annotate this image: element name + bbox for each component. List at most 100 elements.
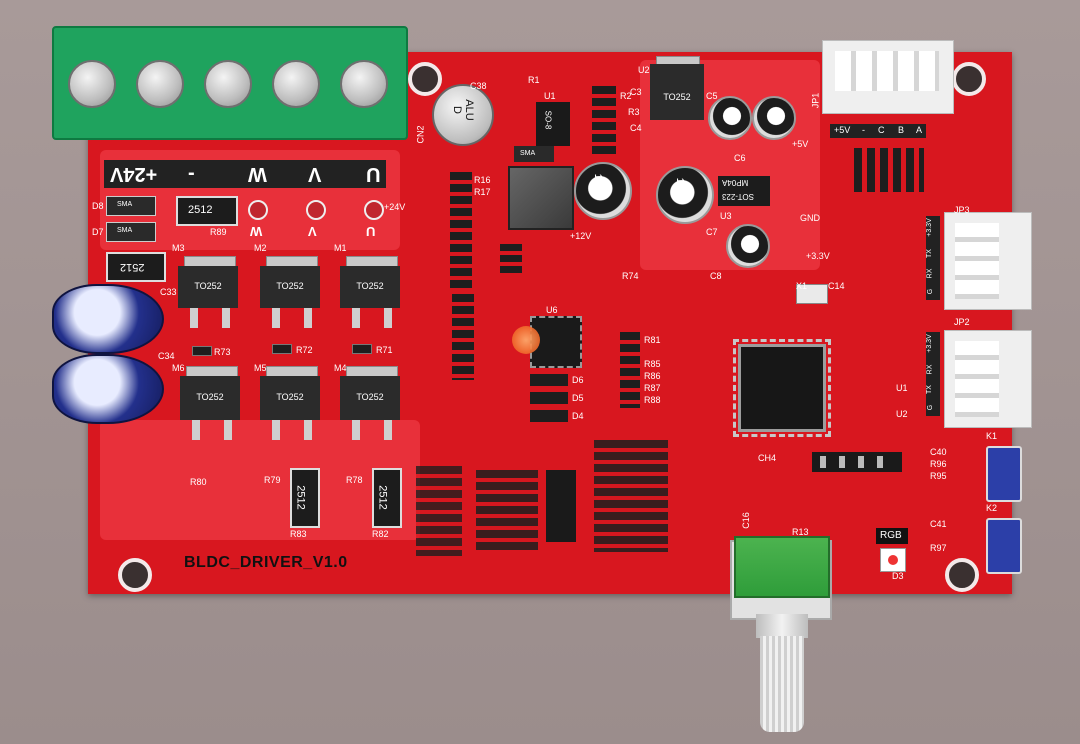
uart-connector-jp3 — [944, 212, 1032, 310]
r96-label: R96 — [930, 459, 947, 469]
d6-label: D6 — [572, 375, 584, 385]
k2-label: K2 — [986, 503, 998, 513]
rgb-label-box: RGB — [876, 528, 908, 544]
potentiometer-shaft[interactable] — [760, 636, 804, 732]
rgb-led-d3 — [880, 548, 906, 572]
board-name-label: BLDC_DRIVER_V1.0 — [184, 554, 348, 571]
d4-label: D4 — [572, 411, 584, 421]
capacitor-151e-left: 151E — [574, 162, 632, 220]
resistor-column-mid — [620, 332, 640, 408]
testpoint-w-label: W — [250, 224, 263, 239]
jp2-pin-g-label: G — [927, 404, 935, 411]
u2-mcu-side-label: U2 — [896, 409, 908, 419]
uart-connector-jp2 — [944, 330, 1032, 428]
phase-w-label: W — [248, 163, 267, 185]
diode-d5 — [530, 392, 568, 404]
terminal-screw-5 — [340, 60, 388, 108]
net-12v-label: +12V — [570, 231, 592, 241]
jp2-pin-3v3-label: +3.3V — [925, 334, 933, 353]
resistor-column-left — [450, 172, 472, 292]
r3-label: R3 — [628, 107, 640, 117]
r81-label: R81 — [644, 335, 661, 345]
resistor-column-left2 — [452, 294, 474, 380]
m6-label: M6 — [172, 363, 185, 373]
resistor-r73 — [192, 346, 212, 356]
jp3-pin-label-strip: +3.3V TX RX G — [926, 216, 940, 300]
resistor-block-bottom-left — [476, 470, 538, 554]
crystal-x1 — [796, 284, 828, 304]
r97-label: R97 — [930, 543, 947, 553]
resistor-2512-r82: 2512 — [372, 468, 402, 528]
r95-label: R95 — [930, 471, 947, 481]
net-5v-label: +5V — [792, 139, 809, 149]
testpoint-u-label: U — [366, 224, 376, 239]
d8-label: D8 — [92, 201, 104, 211]
jp3-label: JP3 — [954, 205, 970, 215]
resistor-block-far-left — [416, 466, 462, 556]
mounting-hole-top-right — [952, 62, 986, 96]
resistor-block-bottom-right — [594, 440, 668, 552]
diode-sma-small: SMA — [514, 146, 554, 162]
k1-label: K1 — [986, 431, 998, 441]
r16-label: R16 — [474, 175, 491, 185]
hall-pin-a-label: A — [916, 125, 923, 135]
resistor-2512-r83: 2512 — [290, 468, 320, 528]
power-label: +24V — [110, 163, 158, 185]
c3-label: C3 — [630, 87, 642, 97]
m3-label: M3 — [172, 243, 185, 253]
capacitor-c7 — [726, 224, 770, 268]
potentiometer-knob-base — [734, 536, 830, 598]
c5-label: C5 — [706, 91, 718, 101]
hall-pin-c-label: C — [878, 125, 885, 135]
push-button-k2[interactable] — [986, 518, 1022, 574]
r83-label: R83 — [290, 529, 307, 539]
resistor-r62-r64 — [500, 244, 522, 274]
rgb-label: RGB — [880, 530, 902, 541]
pin-header-ch4 — [812, 452, 902, 472]
resistor-r71 — [352, 344, 372, 354]
hall-pin-5v-label: +5V — [834, 125, 851, 135]
r71-label: R71 — [376, 345, 393, 355]
testpoint-v — [306, 200, 326, 220]
x1-label: X1 — [796, 281, 808, 291]
diode-d6 — [530, 374, 568, 386]
terminal-screw-2 — [136, 60, 184, 108]
r80-label: R80 — [190, 477, 207, 487]
push-button-k1[interactable] — [986, 446, 1022, 502]
resistor-column-top — [592, 86, 616, 156]
ic-opamp — [546, 470, 576, 542]
c41-label: C41 — [930, 519, 947, 529]
d3-label: D3 — [892, 571, 904, 581]
microcontroller-u5 — [733, 339, 831, 437]
ch4-label: CH4 — [758, 453, 777, 463]
resistor-2512-r89: 2512 — [176, 196, 238, 226]
capacitor-c5b — [752, 96, 796, 140]
bulk-capacitor-c33 — [52, 284, 164, 354]
r2-label: R2 — [620, 91, 632, 101]
c8-label: C8 — [710, 271, 722, 281]
mosfet-m3: TO252 — [178, 266, 238, 308]
c14-label: C14 — [828, 281, 845, 291]
u6-label: U6 — [546, 305, 558, 315]
terminal-screw-4 — [272, 60, 320, 108]
r13-label: R13 — [792, 527, 809, 537]
mounting-hole-bottom-left — [118, 558, 152, 592]
r86-label: R86 — [644, 371, 661, 381]
u1-mcu-side-label: U1 — [896, 383, 908, 393]
net-gnd-label: GND — [800, 213, 820, 223]
jp3-pin-rx-label: RX — [926, 268, 934, 279]
c34-label: C34 — [158, 351, 175, 361]
potentiometer-bushing — [756, 614, 808, 638]
diode-d4 — [530, 410, 568, 422]
mosfet-m1: TO252 — [340, 266, 400, 308]
resistor-2512-r90: 2512 — [106, 252, 166, 282]
r82-label: R82 — [372, 529, 389, 539]
r72-label: R72 — [296, 345, 313, 355]
c4-label: C4 — [630, 123, 642, 133]
jp1-label: JP1 — [810, 92, 821, 109]
regulator-u2: TO252 — [650, 64, 704, 120]
c6-label: C6 — [734, 153, 746, 163]
jp3-pin-tx-label: TX — [925, 249, 933, 258]
r1-label: R1 — [528, 75, 540, 85]
hall-pin-b-label: B — [898, 125, 905, 135]
